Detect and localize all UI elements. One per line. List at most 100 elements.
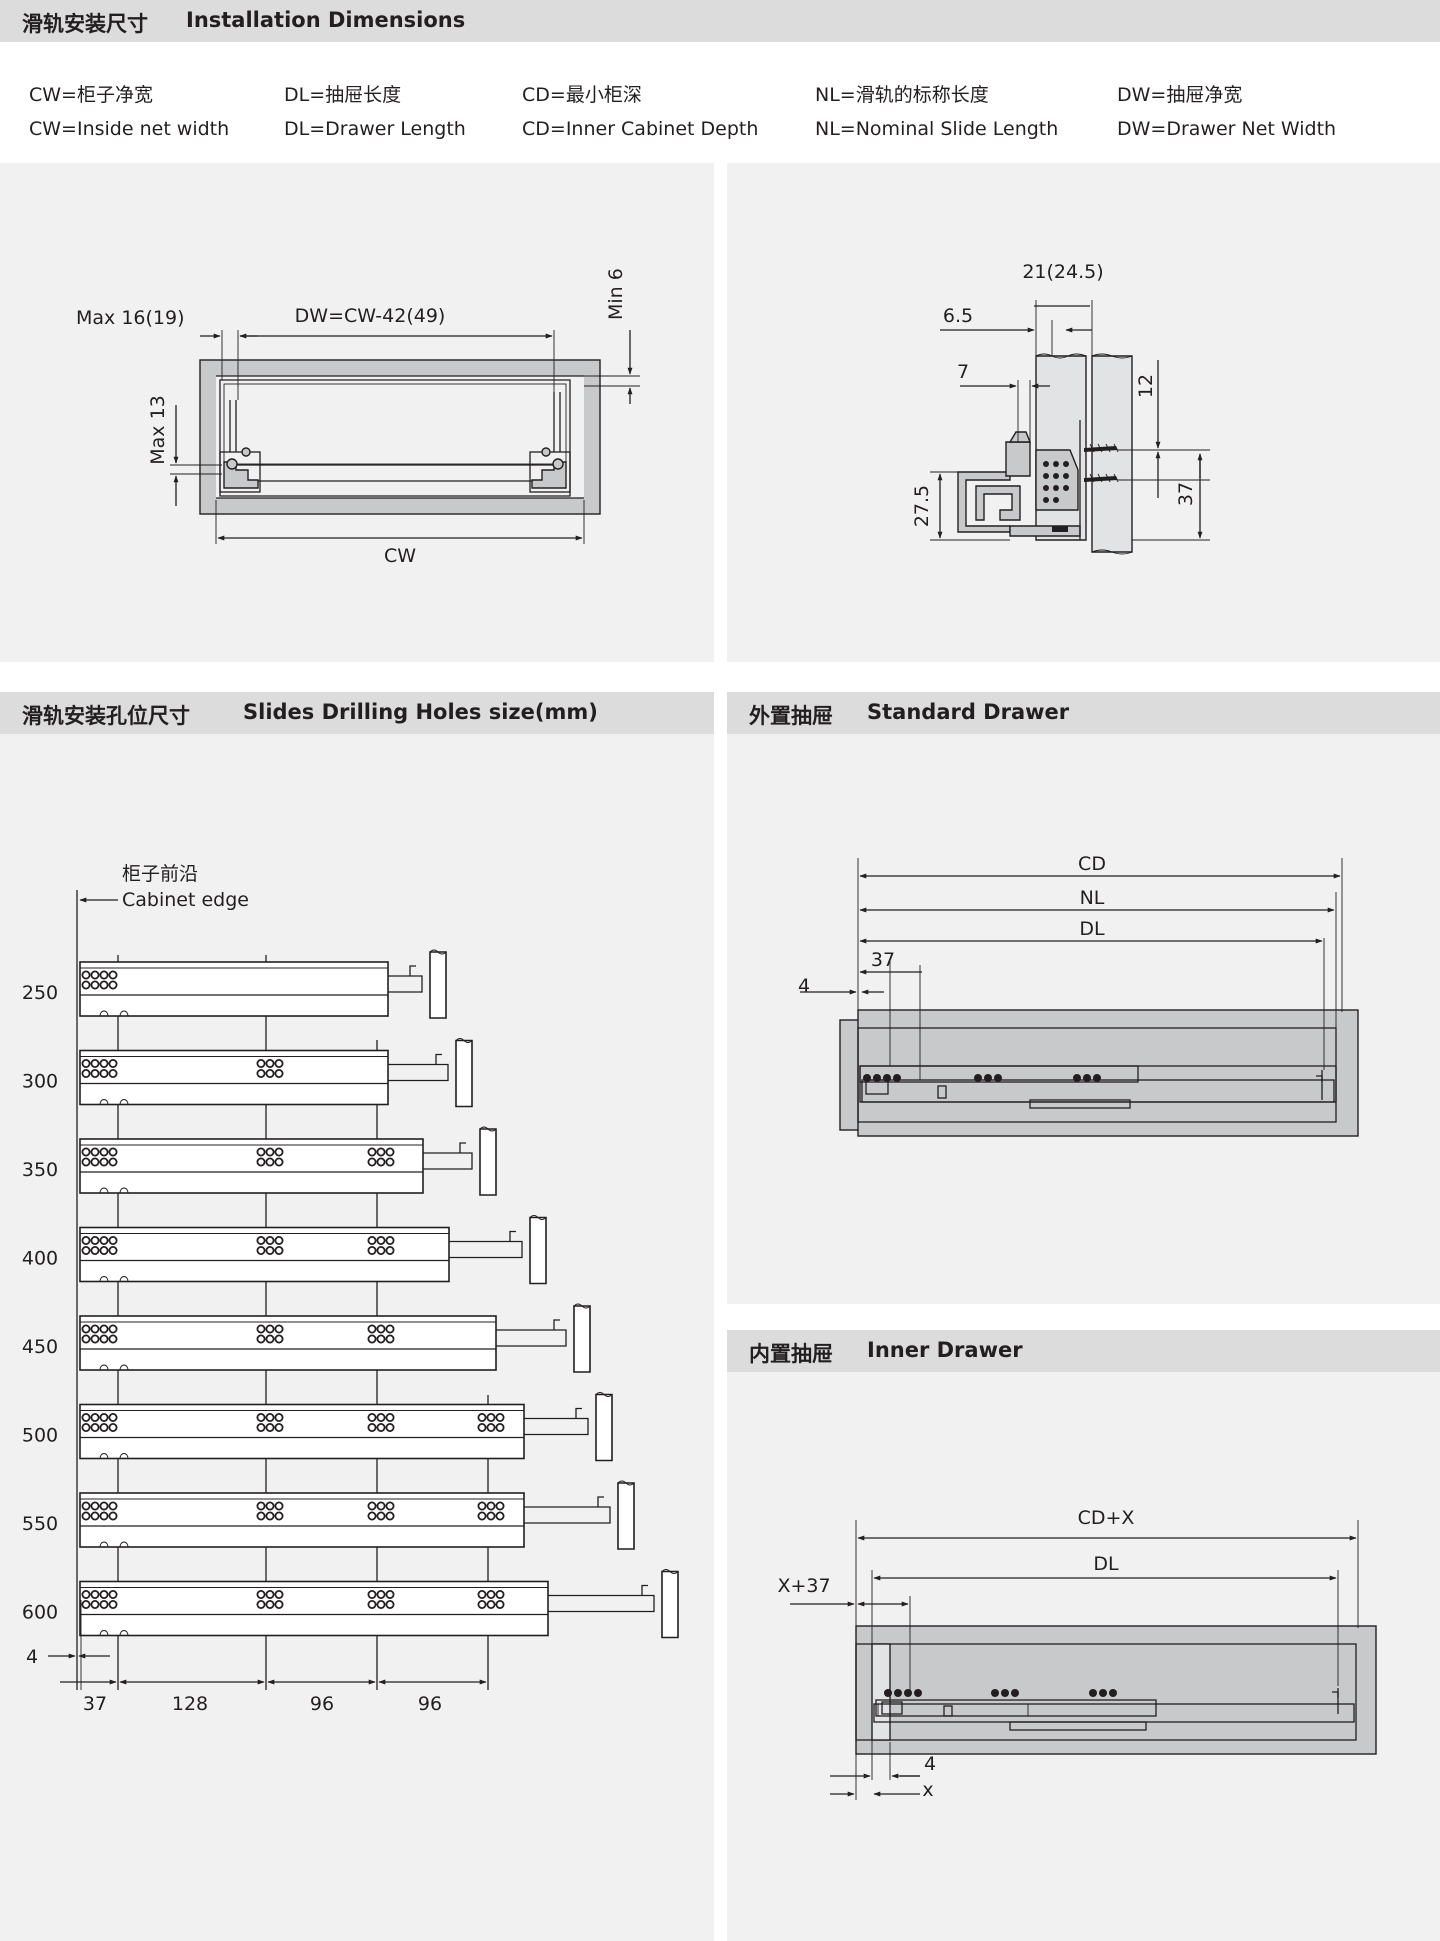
- cw-label: CW: [384, 545, 416, 567]
- slide-row: 400: [22, 1215, 547, 1285]
- slide-rail: [79, 961, 389, 1017]
- slide-rail: [79, 1492, 525, 1548]
- hole-group: [367, 1413, 395, 1433]
- d275-label: 27.5: [911, 485, 933, 527]
- drilling-title-cn: 滑轨安装孔位尺寸: [22, 704, 190, 728]
- d37-label: 37: [1175, 482, 1197, 506]
- slide-profile: [957, 420, 1081, 540]
- standard-header: 外置抽屉 Standard Drawer: [727, 692, 1440, 734]
- slide-length-label: 450: [22, 1336, 58, 1358]
- max16-label: Max 16(19): [76, 307, 185, 329]
- hole-group: [81, 970, 118, 990]
- cd-label: CD: [1078, 853, 1106, 875]
- hole-group: [367, 1501, 395, 1521]
- nl-label: NL: [1080, 887, 1105, 909]
- legend-cn: DL=抽屉长度: [284, 84, 402, 106]
- spacing-96-a: 96: [310, 1693, 334, 1715]
- d37-std-label: 37: [871, 949, 895, 971]
- slide-length-label: 400: [22, 1248, 58, 1270]
- hole-group: [81, 1413, 118, 1433]
- hole-group: [477, 1413, 505, 1433]
- slide-length-label: 250: [22, 982, 58, 1004]
- d4-std-label: 4: [798, 975, 810, 997]
- inner-cabinet-section: [855, 1625, 1377, 1755]
- inner-header: 内置抽屉 Inner Drawer: [727, 1330, 1440, 1372]
- standard-title-cn: 外置抽屉: [749, 704, 833, 728]
- spacing-37: 37: [83, 1693, 107, 1715]
- x-label: x: [922, 1779, 933, 1801]
- drilling-drawing: 柜子前沿 Cabinet edge 250 300 350 400 450 500 550 6…: [22, 863, 679, 1715]
- side-section-drawing: 21(24.5) 6.5 7 12 37 27.5: [911, 261, 1210, 555]
- cabinet-edge-cn: 柜子前沿: [122, 863, 198, 885]
- slide-rail: [79, 1226, 450, 1283]
- hole-group: [477, 1501, 505, 1521]
- installation-header: 滑轨安装尺寸 Installation Dimensions: [0, 0, 1440, 42]
- d12-label: 12: [1135, 374, 1157, 398]
- spacing-128: 128: [172, 1693, 208, 1715]
- d7-label: 7: [957, 361, 969, 383]
- inner-title-en: Inner Drawer: [867, 1338, 1023, 1362]
- max13-label: Max 13: [147, 395, 169, 465]
- min6-label: Min 6: [605, 268, 627, 320]
- cabinet-side-wall: [1091, 355, 1133, 553]
- slide-rail: [79, 1403, 525, 1460]
- hole-group: [256, 1147, 284, 1167]
- cabinet-section: [857, 1009, 1359, 1137]
- slide-rail: [79, 1580, 549, 1637]
- hole-group: [367, 1590, 395, 1610]
- slide-length-label: 350: [22, 1159, 58, 1181]
- dl-label: DL: [1079, 918, 1105, 940]
- legend-cn: DW=抽屉净宽: [1117, 84, 1243, 106]
- drilling-header: 滑轨安装孔位尺寸 Slides Drilling Holes size(mm): [0, 692, 714, 734]
- hole-group: [81, 1324, 118, 1344]
- legend-item-cw: CW=柜子净宽 CW=Inside net width: [29, 78, 229, 146]
- hole-group: [256, 1236, 284, 1256]
- cdx-label: CD+X: [1078, 1507, 1135, 1529]
- hole-group: [367, 1147, 395, 1167]
- slide-rail: [79, 1315, 497, 1371]
- front-view-drawing: DW=CW-42(49) Max 16(19) Min 6 Max 13 CW: [76, 268, 640, 567]
- offset-4-label: 4: [26, 1646, 38, 1668]
- standard-holes: [863, 1074, 1101, 1082]
- hole-group: [81, 1501, 118, 1521]
- inner-drawer-drawing: CD+X DL X+37 4 x: [777, 1507, 1377, 1801]
- slide-length-label: 600: [22, 1602, 58, 1624]
- legend-en: DL=Drawer Length: [284, 118, 466, 140]
- screw-icon: [1084, 443, 1119, 483]
- right-slide: [529, 392, 571, 493]
- d65-label: 6.5: [943, 305, 973, 327]
- dl-inner-label: DL: [1093, 1553, 1119, 1575]
- slide-row: 600: [22, 1569, 679, 1639]
- hole-group: [477, 1590, 505, 1610]
- slide-row: 550: [22, 1480, 635, 1550]
- w21-label: 21(24.5): [1022, 261, 1103, 283]
- legend-item-nl: NL=滑轨的标称长度 NL=Nominal Slide Length: [815, 78, 1058, 146]
- slide-rail: [859, 1065, 1139, 1083]
- hole-group: [256, 1501, 284, 1521]
- spacing-96-b: 96: [418, 1693, 442, 1715]
- drawer-side-wall: [1035, 355, 1087, 541]
- hole-group: [256, 1059, 284, 1079]
- slide-rail: [79, 1138, 424, 1194]
- legend-en: CW=Inside net width: [29, 118, 230, 140]
- slide-length-label: 550: [22, 1513, 58, 1535]
- left-slide: [219, 400, 261, 493]
- legend-cn: CW=柜子净宽: [29, 84, 153, 106]
- slide-row: 500: [22, 1392, 613, 1462]
- cabinet-edge-en: Cabinet edge: [122, 889, 249, 911]
- slide-row: 350: [22, 1126, 497, 1196]
- dw-label: DW=CW-42(49): [295, 305, 446, 327]
- hole-group: [81, 1590, 118, 1610]
- hole-group: [81, 1059, 118, 1079]
- inner-holes: [884, 1689, 1117, 1697]
- hole-group: [81, 1236, 118, 1256]
- legend-item-cd: CD=最小柜深 CD=Inner Cabinet Depth: [522, 78, 758, 146]
- legend-cn: NL=滑轨的标称长度: [815, 84, 989, 106]
- drilling-title-en: Slides Drilling Holes size(mm): [243, 700, 598, 724]
- slide-rail: [79, 1049, 389, 1106]
- slide-length-label: 300: [22, 1071, 58, 1093]
- drawer-front: [839, 1019, 861, 1131]
- slide-row: 300: [22, 1038, 473, 1108]
- hole-group: [367, 1236, 395, 1256]
- standard-drawer-drawing: CD NL DL 37 4: [798, 853, 1359, 1137]
